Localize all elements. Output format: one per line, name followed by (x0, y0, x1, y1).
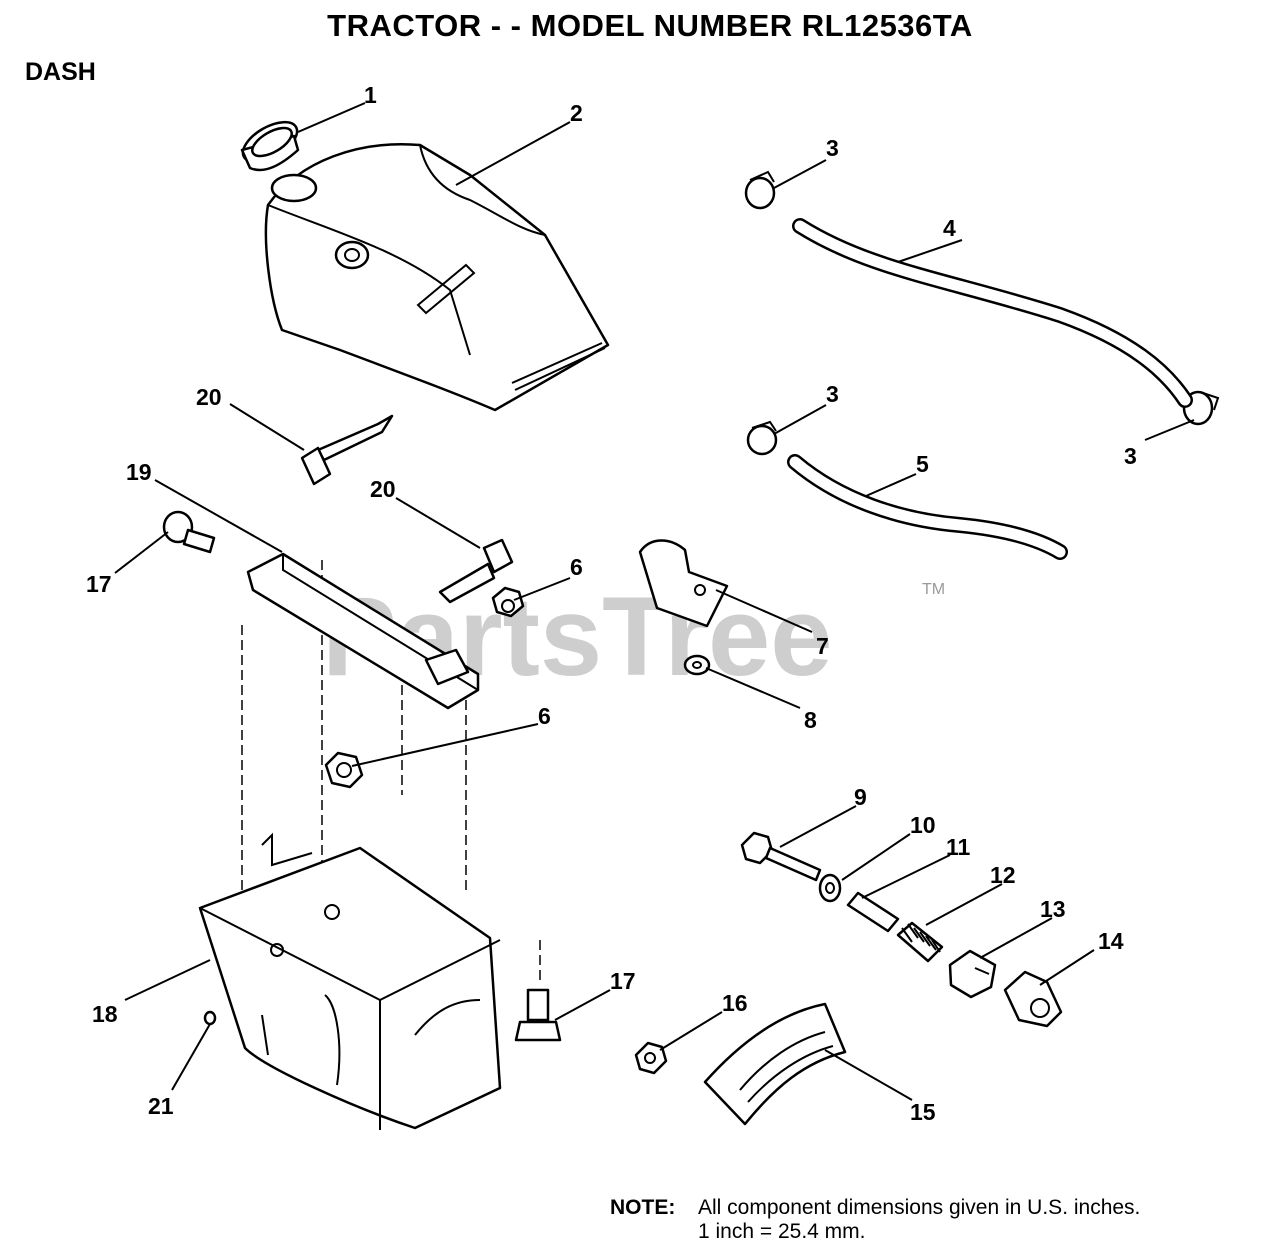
callout-6: 6 (538, 703, 551, 729)
part-13-knob (948, 949, 997, 999)
part-20-screw-a (300, 414, 394, 486)
callout-21: 21 (148, 1093, 174, 1119)
part-11-spacer (846, 891, 900, 933)
callout-3: 3 (826, 135, 839, 161)
note-line-1: All component dimensions given in U.S. i… (698, 1196, 1141, 1219)
part-10-washer (818, 873, 842, 903)
callout-4: 4 (943, 215, 956, 241)
note-label: NOTE: (610, 1196, 676, 1219)
callout-19: 19 (126, 459, 152, 485)
part-3-hose-clamp-b (746, 420, 778, 456)
callout-10: 10 (910, 812, 936, 838)
part-3-hose-clamp-a (744, 170, 776, 210)
callout-20: 20 (370, 476, 396, 502)
part-1-fuel-cap (240, 120, 300, 172)
callout-15: 15 (910, 1099, 936, 1125)
callout-17: 17 (610, 968, 636, 994)
diagram-title: TRACTOR - - MODEL NUMBER RL12536TA (327, 8, 973, 43)
part-6-nut-b (324, 751, 364, 789)
part-9-bolt (740, 831, 822, 882)
callout-1: 1 (364, 82, 377, 108)
part-5-fuel-line (787, 454, 1068, 560)
part-17-bolt-a (162, 510, 216, 554)
part-7-strap-clamp (638, 539, 729, 628)
part-18-dash-panel (198, 832, 502, 1130)
callout-20: 20 (196, 384, 222, 410)
callout-9: 9 (854, 784, 867, 810)
callout-labels: 1 2 3 4 3 3 5 20 19 20 17 6 7 8 6 9 10 1… (86, 82, 1137, 1125)
section-label: DASH (25, 58, 96, 86)
callout-8: 8 (804, 707, 817, 733)
part-21-screw (203, 1010, 217, 1026)
callout-11: 11 (946, 834, 971, 860)
part-14-lever (1003, 970, 1063, 1028)
part-16-nut (634, 1041, 668, 1075)
part-20-screw-b (438, 538, 514, 604)
leader-lines (114, 102, 1195, 1101)
callout-3: 3 (826, 381, 839, 407)
part-6-nut-a (491, 586, 525, 618)
callout-17: 17 (86, 571, 112, 597)
callout-16: 16 (722, 990, 748, 1016)
part-15-throttle-plate (703, 1002, 847, 1126)
callout-7: 7 (816, 633, 829, 659)
callout-13: 13 (1040, 896, 1066, 922)
callout-6: 6 (570, 554, 583, 580)
part-19-bracket (246, 552, 480, 710)
part-12-spring (896, 921, 944, 963)
callout-14: 14 (1098, 928, 1124, 954)
part-17-bolt-b (514, 988, 562, 1042)
part-2-fuel-tank (264, 143, 610, 412)
callout-18: 18 (92, 1001, 118, 1027)
watermark-tm: TM (922, 581, 945, 598)
dimension-note: NOTE: All component dimensions given in U… (610, 1196, 1140, 1244)
callout-2: 2 (570, 100, 583, 126)
callout-3: 3 (1124, 443, 1137, 469)
note-line-2: 1 inch = 25.4 mm. (698, 1220, 866, 1243)
part-8-washer (683, 654, 711, 676)
callout-5: 5 (916, 451, 929, 477)
callout-12: 12 (990, 862, 1016, 888)
part-4-fuel-line (792, 218, 1193, 408)
